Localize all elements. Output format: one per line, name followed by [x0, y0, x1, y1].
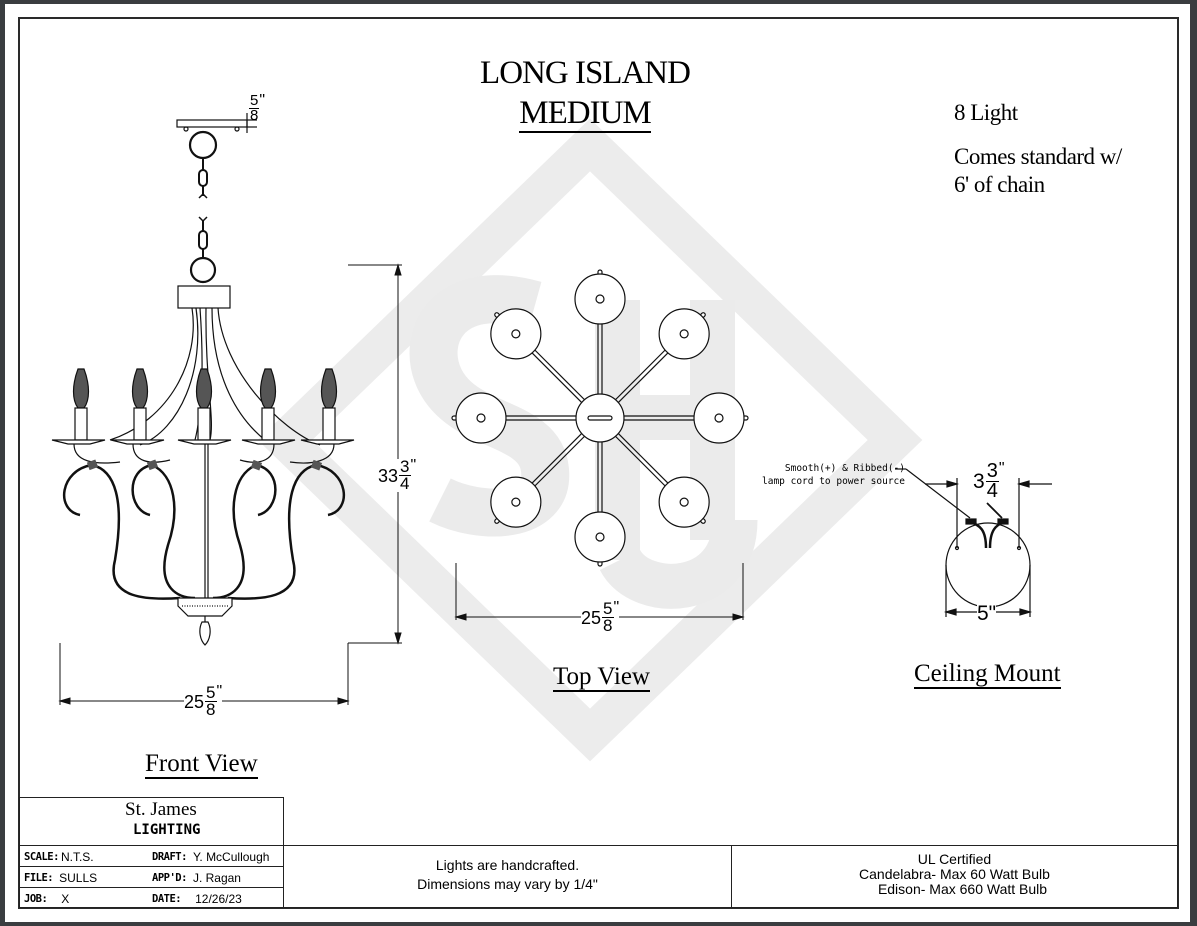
dim-den: 8 [603, 616, 613, 635]
top-view-label-text: Top View [553, 663, 650, 692]
hub-slot [587, 415, 613, 421]
dim-whole: 33 [378, 465, 399, 486]
file-label: FILE: [24, 871, 54, 884]
dim-unit: " [613, 599, 620, 616]
canopy-plate [176, 119, 248, 128]
file-value: SULLS [59, 870, 98, 885]
mount-diameter-dimension: 5" [977, 602, 997, 625]
arm-rail [617, 433, 669, 484]
draft-label: DRAFT: [152, 850, 187, 863]
candle-socket-4 [679, 497, 689, 507]
dim-num: 5 [249, 92, 260, 109]
scale-label: SCALE: [24, 850, 59, 863]
dim-unit: " [216, 683, 223, 700]
front-view-drawing [51, 113, 355, 646]
title-block-certification: UL Certified Candelabra- Max 60 Watt Bul… [731, 845, 1178, 908]
chain-note-line2: 6' of chain [954, 172, 1045, 197]
candle-socket-5 [595, 532, 605, 542]
appd-label: APP'D: [152, 871, 187, 884]
draft-value: Y. McCullough [192, 849, 270, 864]
dim-unit: " [259, 92, 266, 109]
title-block-notice: Lights are handcrafted. Dimensions may v… [283, 845, 732, 908]
dim-whole: 25 [581, 607, 602, 628]
date-label: DATE: [152, 892, 182, 905]
candle-arm-4 [239, 368, 296, 463]
dim-num: 5 [205, 683, 217, 702]
notice-line1: Lights are handcrafted. [435, 857, 580, 873]
note-line1: Smooth(+) & Ribbed(-) [784, 463, 905, 474]
candle-socket-2 [679, 329, 689, 339]
cert-line2: Candelabra- Max 60 Watt Bulb [859, 866, 1050, 882]
appd-value: J. Ragan [192, 870, 241, 885]
ceiling-mount-label-text: Ceiling Mount [914, 660, 1061, 689]
dim-num: 3 [399, 457, 411, 476]
light-count: 8 Light [954, 100, 1018, 125]
candle-arms [51, 368, 355, 464]
candle-socket-3 [714, 413, 724, 423]
top-view-drawing [451, 269, 749, 567]
candle-socket-7 [476, 413, 486, 423]
candle-socket-8 [511, 329, 521, 339]
job-label: JOB: [24, 892, 48, 905]
product-title: LONG ISLAND [480, 55, 691, 91]
product-size-text: MEDIUM [519, 95, 652, 133]
title-row-2: FILE: SULLS APP'D: J. Ragan [20, 866, 283, 888]
dim-num: 5 [602, 599, 614, 618]
arm-rail [615, 349, 666, 401]
front-view-label-text: Front View [145, 750, 258, 779]
front-view-label: Front View [145, 750, 258, 779]
company-subtitle: LIGHTING [133, 822, 201, 838]
arm-rail [531, 352, 583, 403]
title-row-1: SCALE:N.T.S. DRAFT: Y. McCullough [20, 845, 283, 867]
candle-socket-6 [511, 497, 521, 507]
ceiling-mount-label: Ceiling Mount [914, 660, 1061, 689]
date-value: 12/26/23 [195, 891, 242, 906]
dim-whole: 3 [973, 470, 985, 493]
dim-den: 4 [400, 474, 410, 493]
dim-num: 3 [985, 460, 999, 482]
candle-socket-1 [595, 294, 605, 304]
candle-arm-5 [289, 368, 355, 464]
cert-line3: Edison- Max 660 Watt Bulb [877, 881, 1048, 897]
dim-unit: " [998, 460, 1005, 477]
cert-line1: UL Certified [917, 851, 992, 867]
drawing-border [18, 17, 1179, 909]
note-line2: lamp cord to power source [762, 476, 905, 487]
notice-line2: Dimensions may vary by 1/4" [417, 876, 598, 892]
arm-rail [531, 433, 583, 484]
lamp-cord-note: Smooth(+) & Ribbed(-) lamp cord to power… [740, 462, 905, 488]
scale-value: N.T.S. [60, 849, 94, 864]
title-block-info: St. James LIGHTING SCALE:N.T.S. DRAFT: Y.… [19, 797, 284, 908]
title-row-3: JOB: X DATE: 12/26/23 [20, 887, 283, 909]
product-size: MEDIUM [460, 95, 710, 133]
dim-whole: 25 [184, 691, 205, 712]
candle-arm-2 [110, 368, 171, 463]
arm-rail [534, 349, 585, 401]
dim-unit: " [410, 457, 417, 474]
company-name: St. James [125, 799, 197, 820]
candle-arm-3 [177, 368, 232, 445]
dim-den: 8 [250, 107, 259, 124]
candle-arm-1 [51, 368, 121, 464]
arm-rail [615, 435, 666, 487]
top-view-label: Top View [553, 663, 650, 692]
chain-note-line1: Comes standard w/ [954, 144, 1122, 169]
job-value: X [61, 891, 70, 906]
arm-rail [617, 352, 669, 403]
dim-den: 8 [206, 700, 216, 719]
dim-den: 4 [986, 480, 998, 502]
arm-rail [534, 435, 585, 487]
